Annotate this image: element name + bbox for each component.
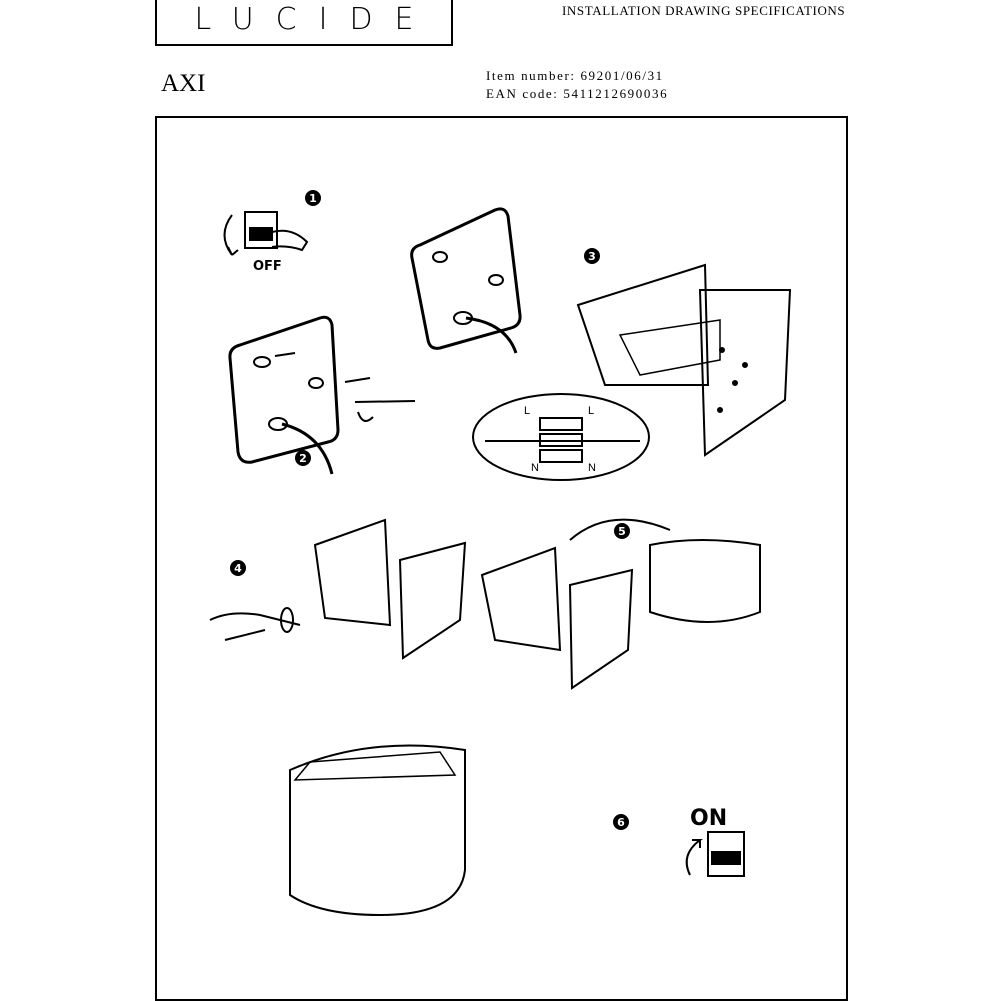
ean-code: EAN code: 5411212690036 <box>486 86 669 101</box>
product-name: AXI <box>161 70 206 97</box>
hand-icon <box>209 612 301 641</box>
brand-logo-text: LUCIDE <box>194 2 436 37</box>
step-3-fixture <box>472 263 792 481</box>
wire-label-neutral: N <box>531 462 539 474</box>
on-label: ON <box>690 806 727 831</box>
wire-label-live: L <box>588 405 594 417</box>
step-number: 3 <box>588 250 596 263</box>
wire-label-neutral: N <box>588 462 596 474</box>
rotate-arrow-icon <box>357 411 374 422</box>
arrow-down-icon <box>223 214 239 256</box>
wiring-detail <box>472 393 650 481</box>
step-6-switch-on <box>685 831 745 877</box>
step-number: 6 <box>617 816 625 829</box>
wall-switch-icon <box>244 211 278 249</box>
finished-lamp <box>289 744 466 917</box>
step-1-switch-off <box>223 211 309 256</box>
arrow-up-icon <box>685 839 703 876</box>
screw-icon <box>274 352 416 403</box>
off-label: OFF <box>253 259 282 274</box>
hand-icon <box>271 229 309 252</box>
step-2-mount-plate <box>228 315 416 475</box>
step-5-attach-cover <box>480 518 761 690</box>
wire-label-live: L <box>524 405 530 417</box>
step-4-connect <box>209 518 467 660</box>
plate-with-cable <box>410 207 522 354</box>
item-number: Item number: 69201/06/31 <box>486 68 664 83</box>
arrow-icon <box>569 518 671 541</box>
step-number: 5 <box>618 525 626 538</box>
wall-switch-icon <box>707 831 745 877</box>
document-type: INSTALLATION DRAWING SPECIFICATIONS <box>562 3 846 18</box>
step-number: 1 <box>309 192 317 205</box>
step-number: 4 <box>234 562 242 575</box>
brand-logo: LUCIDE <box>155 0 453 46</box>
step-number: 2 <box>299 452 307 465</box>
